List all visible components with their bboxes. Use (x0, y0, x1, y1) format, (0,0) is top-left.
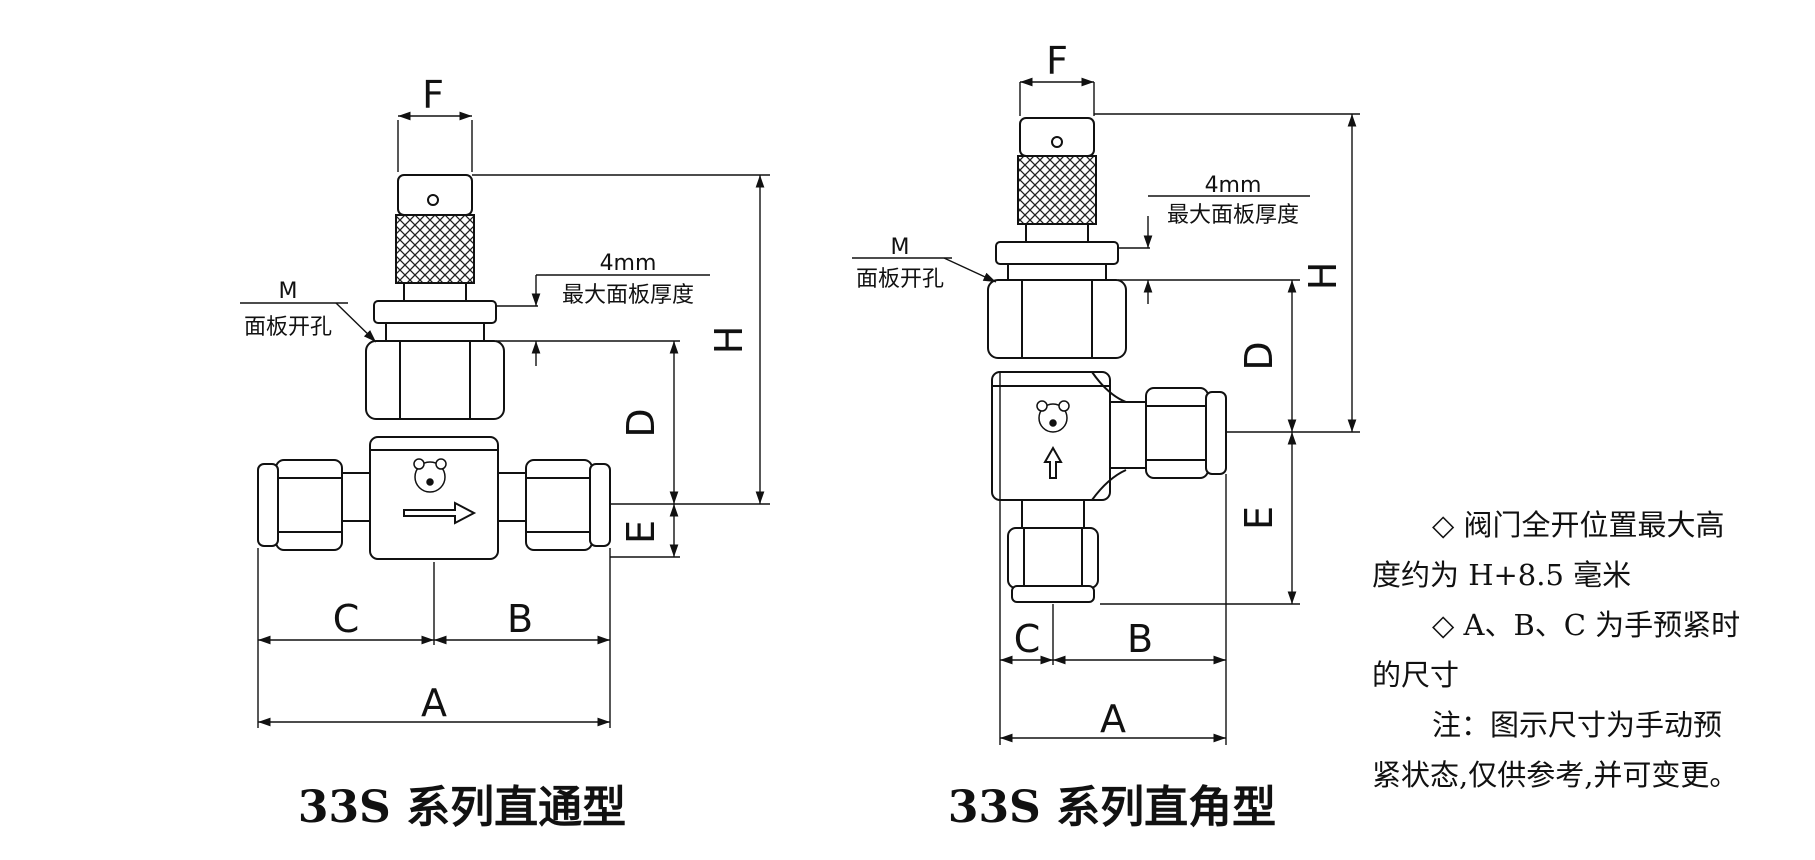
side-fitting-nut (1145, 387, 1209, 479)
straight-dimensions (240, 111, 770, 728)
knurled-knob (395, 214, 475, 284)
panel-nut (373, 300, 497, 324)
angle-title: 33S 系列直角型 (948, 782, 1276, 833)
label-D: D (619, 408, 663, 437)
thickness-value: 4mm (600, 251, 657, 276)
label-B: B (507, 597, 533, 641)
bonnet-hex (987, 279, 1127, 359)
note-pretighten: ◇ A、B、C 为手预紧时的尺寸 (1372, 608, 1741, 692)
angle-dimensions (852, 77, 1360, 745)
thickness-value: 4mm (1205, 173, 1262, 198)
label-M: M (279, 279, 298, 304)
panel-hole-label: 面板开孔 (856, 267, 944, 292)
left-fitting-nut (275, 459, 343, 551)
bonnet-hex (365, 340, 505, 420)
flow-arrow-icon (403, 501, 477, 525)
label-A: A (1100, 697, 1126, 741)
label-M: M (891, 235, 910, 260)
thickness-label: 最大面板厚度 (1167, 203, 1299, 228)
label-F: F (422, 73, 444, 117)
label-H: H (707, 326, 751, 355)
panel-hole-label: 面板开孔 (244, 315, 332, 340)
panel-nut (995, 241, 1119, 265)
straight-labels: F H D E C B A M 面板开孔 4mm 最大面板厚度 33S 系列直通… (244, 73, 751, 833)
angle-labels: F H D E C B A M 面板开孔 4mm 最大面板厚度 33S 系列直角… (856, 39, 1345, 833)
label-E: E (1237, 506, 1281, 530)
bottom-fitting-nut (1007, 527, 1099, 589)
flow-arrow-icon (1043, 445, 1063, 479)
label-H: H (1301, 262, 1345, 291)
label-F: F (1046, 39, 1068, 83)
label-E: E (619, 520, 663, 544)
valve-body (369, 436, 499, 560)
note-disclaimer: 注：图示尺寸为手动预紧状态,仅供参考,并可变更。 (1372, 708, 1739, 792)
label-C: C (333, 597, 360, 641)
bear-logo-icon (413, 458, 447, 493)
label-D: D (1237, 341, 1281, 370)
note-max-height: ◇ 阀门全开位置最大高度约为 H+8.5 毫米 (1372, 508, 1725, 592)
angle-valve-drawing (987, 117, 1227, 603)
right-fitting-nut (525, 459, 593, 551)
notes-block: ◇ 阀门全开位置最大高度约为 H+8.5 毫米 ◇ A、B、C 为手预紧时的尺寸… (1372, 500, 1748, 800)
thickness-label: 最大面板厚度 (562, 283, 694, 308)
straight-title: 33S 系列直通型 (298, 782, 626, 833)
bear-logo-icon (1036, 400, 1070, 433)
straight-valve-drawing (257, 174, 611, 560)
label-C: C (1014, 617, 1041, 661)
label-B: B (1127, 617, 1153, 661)
knurled-knob (1017, 155, 1097, 225)
valve-body (991, 371, 1111, 501)
label-A: A (421, 681, 447, 725)
